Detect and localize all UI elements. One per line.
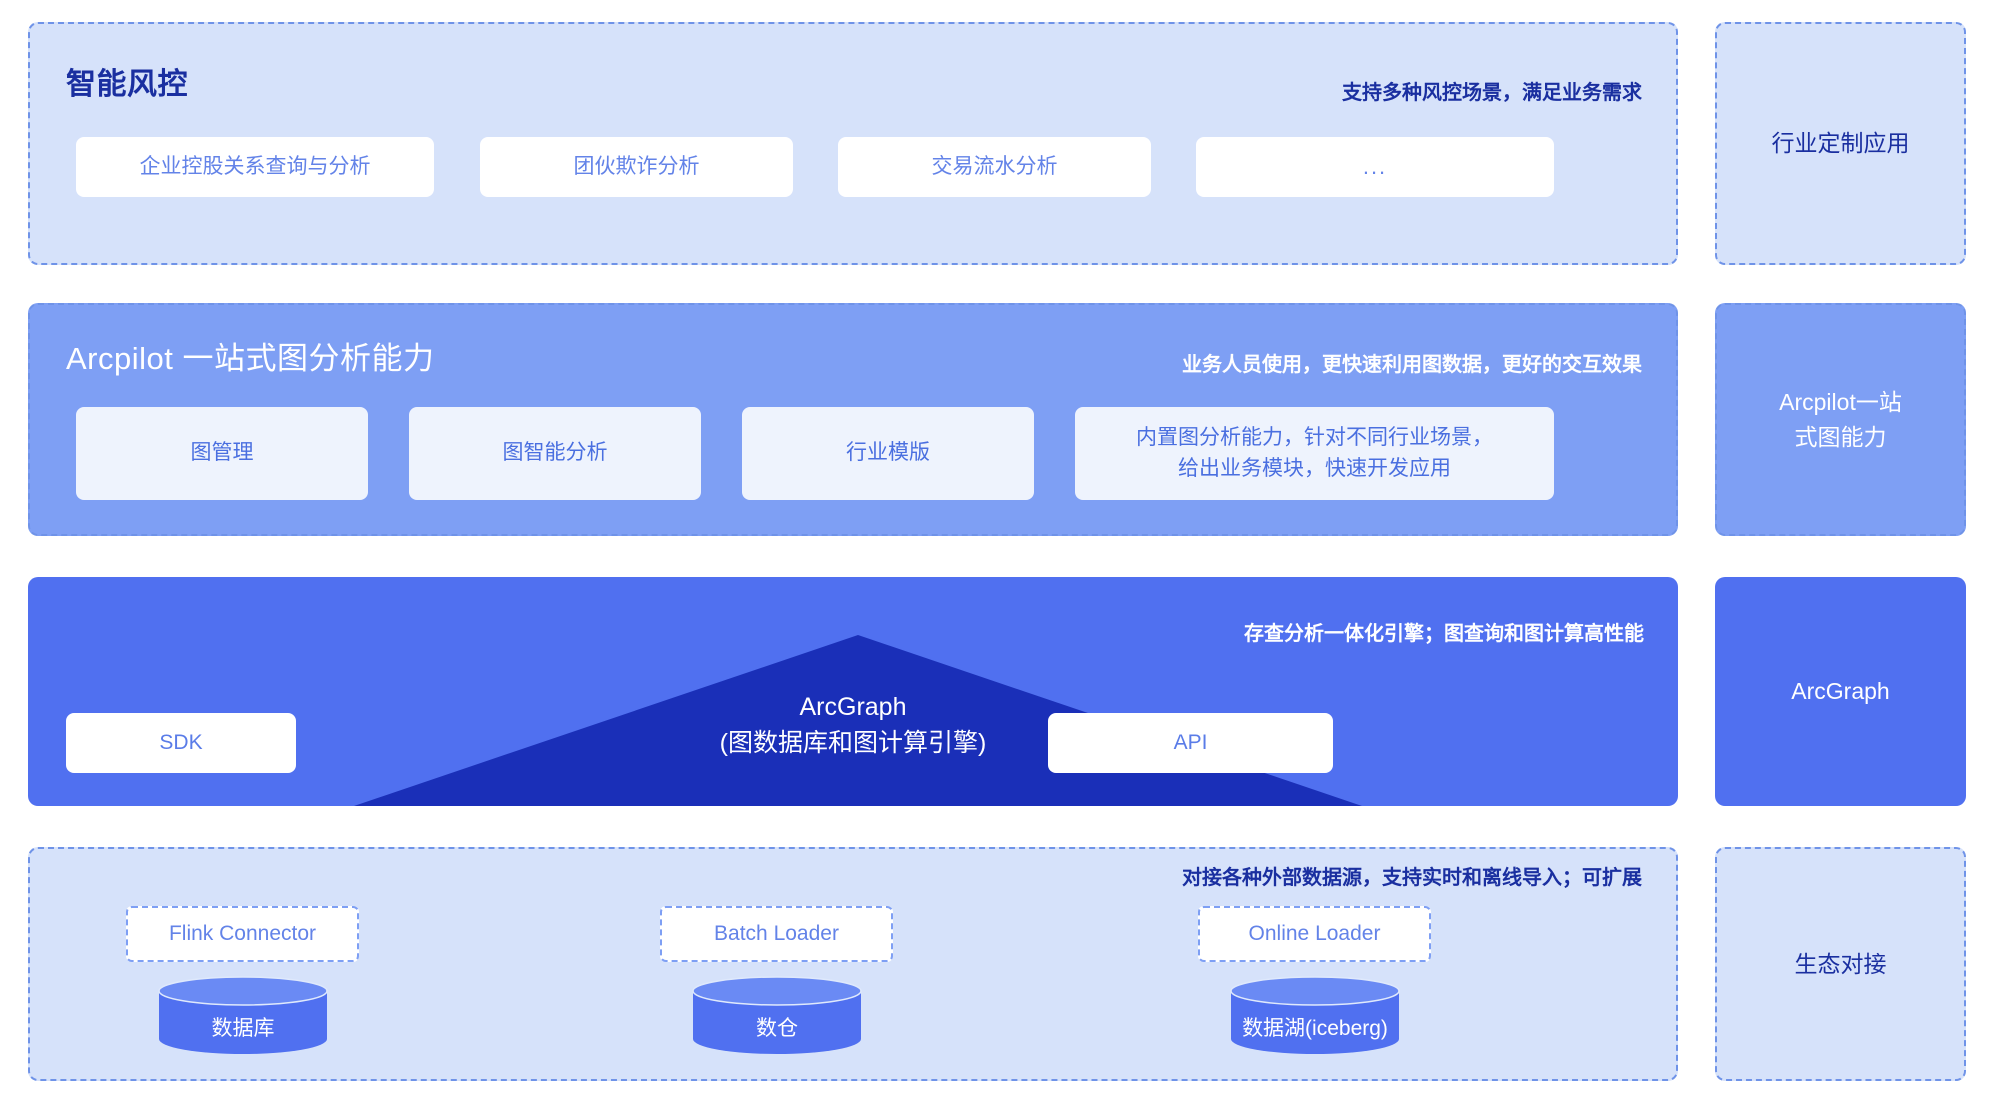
cylinder-shape xyxy=(1230,976,1400,1054)
app-card-label: 团伙欺诈分析 xyxy=(573,154,700,178)
sidebar-item-industry-apps[interactable]: 行业定制应用 xyxy=(1715,22,1966,265)
sidebar-item-label: 生态对接 xyxy=(1794,950,1887,977)
arcgraph-card-api[interactable]: API xyxy=(1048,713,1333,773)
layer-eco: 对接各种外部数据源，支持实时和离线导入；可扩展 Flink Connector … xyxy=(28,847,1678,1081)
sidebar-item-label: 行业定制应用 xyxy=(1771,130,1910,157)
layer-apps-title: 智能风控 xyxy=(66,68,188,101)
cylinder-shape xyxy=(158,976,328,1054)
sidebar-item-ecosystem[interactable]: 生态对接 xyxy=(1715,847,1966,1081)
app-card-fraud-ring[interactable]: 团伙欺诈分析 xyxy=(480,137,793,197)
arcgraph-card-label: SDK xyxy=(159,730,203,754)
eco-datastore-database[interactable]: 数据库 xyxy=(157,976,329,1054)
arcpilot-card-label: 行业模版 xyxy=(846,441,930,465)
arcgraph-center-label: ArcGraph (图数据库和图计算引擎) xyxy=(28,689,1678,762)
layer-apps-caption: 支持多种风控场景，满足业务需求 xyxy=(1342,82,1642,104)
layer-arcpilot: Arcpilot 一站式图分析能力 业务人员使用，更快速利用图数据，更好的交互效… xyxy=(28,303,1678,536)
app-card-label: 企业控股关系查询与分析 xyxy=(139,154,371,178)
app-card-equity-analysis[interactable]: 企业控股关系查询与分析 xyxy=(76,137,434,197)
layer-arcpilot-caption: 业务人员使用，更快速利用图数据，更好的交互效果 xyxy=(1182,354,1642,376)
layer-apps: 智能风控 支持多种风控场景，满足业务需求 企业控股关系查询与分析 团伙欺诈分析 … xyxy=(28,22,1678,265)
eco-datastore-warehouse[interactable]: 数仓 xyxy=(691,976,863,1054)
layer-eco-caption: 对接各种外部数据源，支持实时和离线导入；可扩展 xyxy=(1182,867,1642,889)
layer-arcgraph: 存查分析一体化引擎；图查询和图计算高性能 ArcGraph (图数据库和图计算引… xyxy=(28,577,1678,806)
cylinder-shape xyxy=(692,976,862,1054)
eco-connector-batch-loader[interactable]: Batch Loader xyxy=(660,906,893,962)
eco-datastore-datalake[interactable]: 数据湖(iceberg) xyxy=(1229,976,1401,1054)
arcgraph-center-subtitle: (图数据库和图计算引擎) xyxy=(719,729,987,758)
sidebar-item-label: Arcpilot一站 式图能力 xyxy=(1779,389,1902,450)
arcpilot-card-industry-template[interactable]: 行业模版 xyxy=(742,407,1034,500)
arcgraph-card-label: API xyxy=(1173,730,1208,754)
arcpilot-card-label: 图管理 xyxy=(190,441,254,465)
eco-datastore-label: 数据湖(iceberg) xyxy=(1242,1017,1388,1040)
arcpilot-card-label: 图智能分析 xyxy=(502,441,608,465)
arcpilot-card-graph-management[interactable]: 图管理 xyxy=(76,407,368,500)
layer-arcpilot-title: Arcpilot 一站式图分析能力 xyxy=(66,341,435,376)
layer-arcgraph-caption: 存查分析一体化引擎；图查询和图计算高性能 xyxy=(1244,623,1644,645)
eco-connector-label: Online Loader xyxy=(1248,921,1381,945)
app-card-transaction-flow[interactable]: 交易流水分析 xyxy=(838,137,1151,197)
arcpilot-card-label: 内置图分析能力，针对不同行业场景， 给出业务模块，快速开发应用 xyxy=(1136,426,1493,480)
sidebar-item-label: ArcGraph xyxy=(1791,678,1890,705)
app-card-more[interactable]: ... xyxy=(1196,137,1554,197)
eco-datastore-label: 数仓 xyxy=(756,1017,798,1040)
sidebar-item-arcgraph[interactable]: ArcGraph xyxy=(1715,577,1966,806)
eco-connector-label: Batch Loader xyxy=(714,921,839,945)
arcpilot-card-builtin-analysis[interactable]: 内置图分析能力，针对不同行业场景， 给出业务模块，快速开发应用 xyxy=(1075,407,1554,500)
eco-connector-label: Flink Connector xyxy=(168,921,317,945)
eco-connector-flink[interactable]: Flink Connector xyxy=(126,906,359,962)
eco-datastore-label: 数据库 xyxy=(211,1017,275,1040)
arcpilot-card-graph-intelligent-analysis[interactable]: 图智能分析 xyxy=(409,407,701,500)
eco-connector-online-loader[interactable]: Online Loader xyxy=(1198,906,1431,962)
app-card-label: ... xyxy=(1362,154,1388,180)
sidebar-item-arcpilot[interactable]: Arcpilot一站 式图能力 xyxy=(1715,303,1966,536)
arcgraph-center-title: ArcGraph xyxy=(799,693,907,721)
app-card-label: 交易流水分析 xyxy=(931,154,1058,178)
arcgraph-card-sdk[interactable]: SDK xyxy=(66,713,296,773)
